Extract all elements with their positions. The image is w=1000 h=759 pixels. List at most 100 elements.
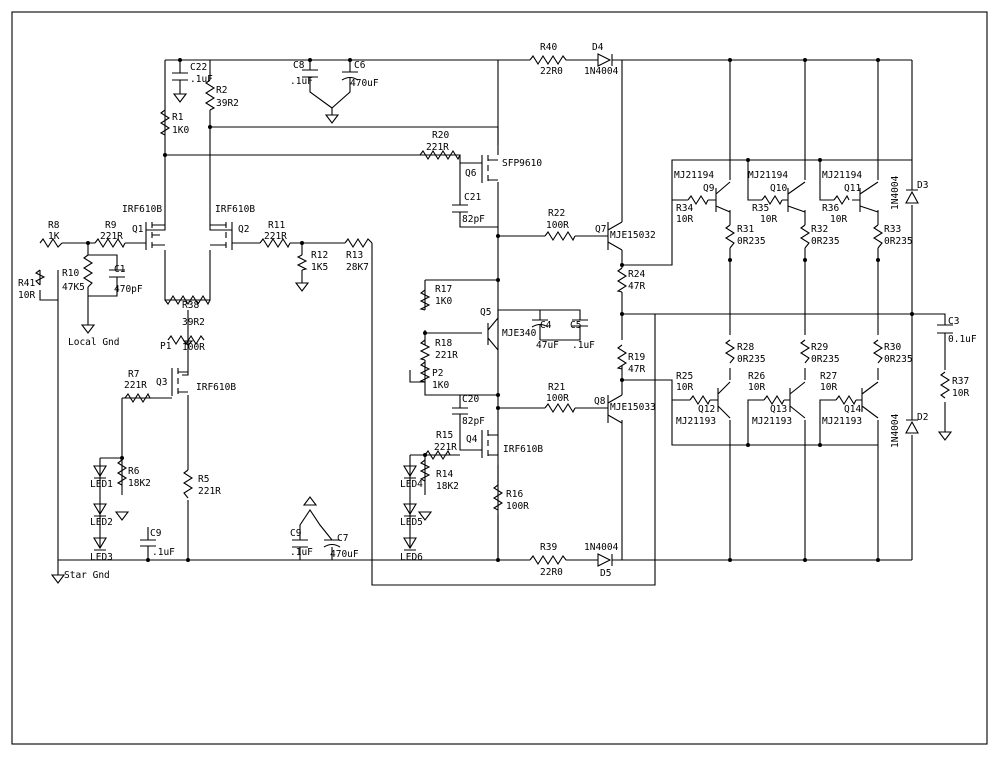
resistor-r31 [724, 224, 736, 249]
ground-symbol [294, 282, 310, 292]
label-c9-b: C9 [290, 528, 302, 539]
label-r2-value: 39R2 [216, 98, 239, 109]
capacitor-c6 [341, 71, 359, 81]
bjt-q5 [487, 317, 499, 351]
capacitor-c9b [292, 539, 308, 548]
label-r11-value: 221R [264, 231, 287, 242]
capacitor-c4 [531, 319, 549, 328]
resistor-r25 [689, 394, 711, 406]
bjt-q12 [717, 381, 731, 419]
label-r40: R40 [540, 42, 557, 53]
bjt-q14 [861, 381, 879, 419]
label-r12: R12 [311, 250, 328, 261]
label-r8-value: 1K [48, 231, 60, 242]
label-d2-value: 1N4004 [890, 413, 901, 448]
label-r35-value: 10R [760, 214, 777, 225]
label-r16-value: 100R [506, 501, 529, 512]
label-r22-value: 100R [546, 220, 569, 231]
label-r37: R37 [952, 376, 969, 387]
led-3 [93, 537, 107, 551]
label-c7-value: 470uF [330, 549, 359, 560]
label-led3: LED3 [90, 552, 113, 563]
resistor-r41 [34, 269, 46, 286]
label-r10-value: 47K5 [62, 282, 85, 293]
label-sfp9610: SFP9610 [502, 158, 542, 169]
resistor-r27 [835, 394, 857, 406]
resistor-r7 [124, 392, 151, 404]
wires [39, 59, 946, 586]
label-r26: R26 [748, 371, 765, 382]
capacitor-c3 [937, 324, 953, 334]
label-c9-b-value: .1uF [290, 547, 313, 558]
led-1 [93, 465, 107, 479]
label-mj21193-a: MJ21193 [676, 416, 716, 427]
diode-d4 [597, 53, 613, 67]
label-mj21194-b: MJ21194 [748, 170, 788, 181]
label-r33: R33 [884, 224, 901, 235]
diode-d2 [905, 419, 919, 434]
label-r41-value: 10R [18, 290, 35, 301]
resistor-r21 [544, 402, 576, 414]
sheet-border [11, 11, 988, 745]
resistor-r32 [799, 224, 811, 249]
resistor-r11 [259, 237, 291, 249]
label-r13-value: 28K7 [346, 262, 369, 273]
led-2 [93, 503, 107, 517]
capacitor-c1 [109, 269, 125, 278]
label-r8: R8 [48, 220, 60, 231]
label-r19: R19 [628, 352, 645, 363]
label-r12-value: 1K5 [311, 262, 328, 273]
label-irf610b-q2: IRF610B [215, 204, 255, 215]
label-r25-value: 10R [676, 382, 693, 393]
label-q7: Q7 [595, 224, 606, 235]
capacitor-c20 [452, 407, 468, 415]
label-r21-value: 100R [546, 393, 569, 404]
ground-symbol [80, 324, 96, 334]
resistor-p2 [409, 361, 431, 383]
label-r18: R18 [435, 338, 452, 349]
diode-d3 [905, 189, 919, 204]
resistor-r12 [296, 254, 308, 271]
label-mj21194-a: MJ21194 [674, 170, 714, 181]
label-irf610b-q4: IRF610B [503, 444, 543, 455]
label-r5-value: 221R [198, 486, 221, 497]
resistor-r10 [82, 254, 94, 288]
label-r14: R14 [436, 469, 453, 480]
capacitor-c22 [172, 72, 188, 81]
label-mj21193-c: MJ21193 [822, 416, 862, 427]
label-q2: Q2 [238, 224, 249, 235]
label-r30: R30 [884, 342, 901, 353]
resistor-r36 [833, 194, 850, 206]
resistor-r38 [164, 294, 211, 306]
label-d4-value: 1N4004 [584, 66, 619, 77]
label-c5: C5 [570, 320, 581, 331]
label-c7: C7 [337, 533, 348, 544]
label-d4: D4 [592, 42, 604, 53]
label-r6-value: 18K2 [128, 478, 151, 489]
label-r26-value: 10R [748, 382, 765, 393]
label-c21-value: 82pF [462, 214, 485, 225]
resistor-r6 [116, 459, 128, 486]
resistor-r5 [182, 469, 194, 499]
label-r31: R31 [737, 224, 754, 235]
label-c5-value: .1uF [572, 340, 595, 351]
label-r7-value: 221R [124, 380, 147, 391]
resistor-r18 [419, 339, 431, 361]
label-r17: R17 [435, 284, 452, 295]
resistor-r34 [687, 194, 709, 206]
label-r22: R22 [548, 208, 565, 219]
label-q3: Q3 [156, 377, 167, 388]
label-r13: R13 [346, 250, 363, 261]
label-r38: R38 [182, 300, 199, 311]
bjt-q9 [715, 181, 731, 213]
label-c1-value: 470pF [114, 284, 143, 295]
label-r28-value: 0R235 [737, 354, 766, 365]
resistor-r24 [616, 267, 628, 293]
label-r20-value: 221R [426, 142, 449, 153]
label-r21: R21 [548, 382, 565, 393]
label-d3: D3 [917, 180, 928, 191]
label-r31-value: 0R235 [737, 236, 766, 247]
label-led5: LED5 [400, 517, 423, 528]
label-c22: C22 [190, 62, 207, 73]
